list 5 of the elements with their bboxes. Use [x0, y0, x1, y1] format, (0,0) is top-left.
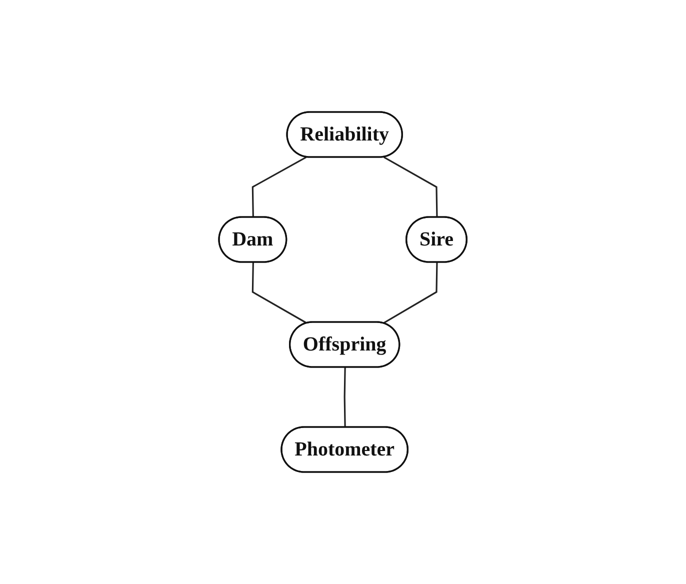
connector — [252, 156, 307, 218]
connector — [252, 262, 308, 324]
connector — [382, 262, 438, 324]
connector — [384, 156, 438, 218]
connector — [344, 367, 346, 428]
